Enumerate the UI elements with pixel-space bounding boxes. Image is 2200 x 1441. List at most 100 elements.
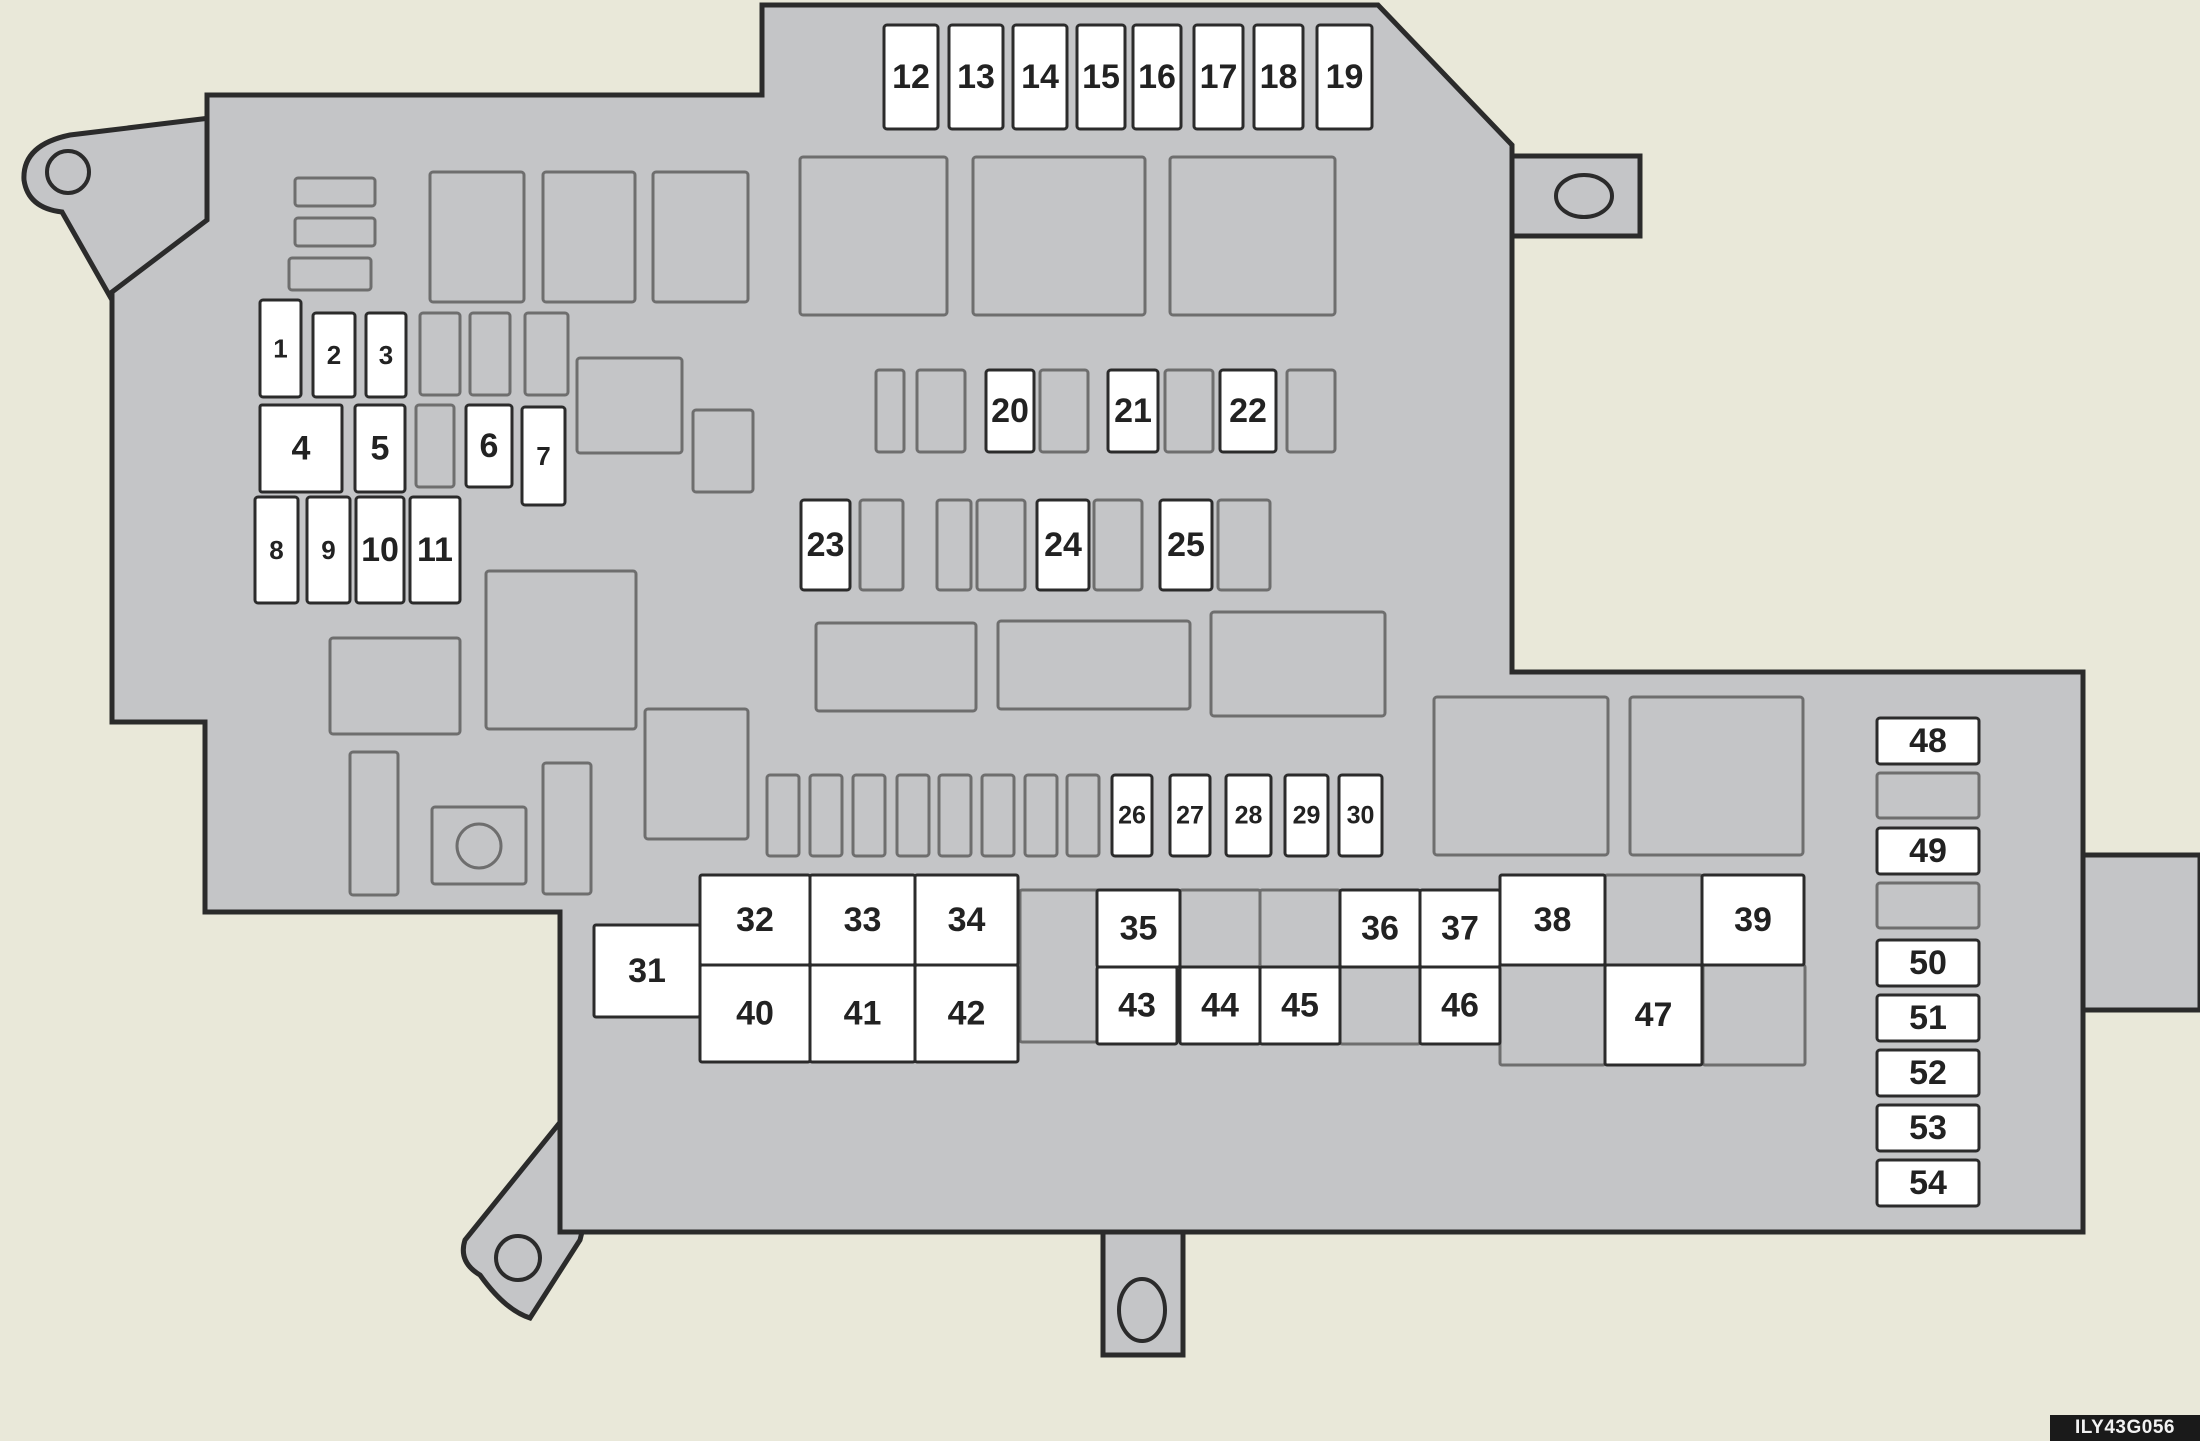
fuse-37: 37 bbox=[1418, 888, 1502, 969]
fuse-46: 46 bbox=[1418, 965, 1502, 1046]
fuse-45-slot bbox=[1258, 965, 1342, 1046]
fuse-27-label: 27 bbox=[1176, 802, 1204, 830]
fuse-19: 19 bbox=[1315, 23, 1374, 131]
mounting-hole-left bbox=[45, 149, 91, 195]
fuse-5-slot bbox=[353, 403, 407, 494]
fuse-43-slot bbox=[1095, 965, 1179, 1046]
fuse-48-slot bbox=[1875, 716, 1981, 766]
fuse-24: 24 bbox=[1035, 498, 1091, 592]
fuse-11: 11 bbox=[408, 495, 462, 605]
fuse-36-label: 36 bbox=[1361, 910, 1399, 948]
fuse-27-slot bbox=[1168, 773, 1212, 858]
fuse-50-label: 50 bbox=[1909, 944, 1947, 982]
fuse-8-label: 8 bbox=[269, 535, 283, 565]
fuse-26-label: 26 bbox=[1118, 802, 1146, 830]
fuse-1: 1 bbox=[258, 298, 303, 399]
fuse-19-label: 19 bbox=[1326, 58, 1364, 96]
fuse-43: 43 bbox=[1095, 965, 1179, 1046]
fuse-25-slot bbox=[1158, 498, 1214, 592]
fuse-16: 16 bbox=[1131, 23, 1183, 131]
fuse-39-label: 39 bbox=[1734, 901, 1772, 939]
fuse-26-slot bbox=[1110, 773, 1154, 858]
fuse-34: 34 bbox=[913, 873, 1020, 967]
fuse-47-label: 47 bbox=[1635, 996, 1673, 1034]
fuse-46-label: 46 bbox=[1441, 987, 1479, 1025]
fuse-26: 26 bbox=[1110, 773, 1154, 858]
fuse-2-slot bbox=[311, 311, 357, 399]
fuse-40: 40 bbox=[698, 963, 812, 1064]
fuse-52-slot bbox=[1875, 1048, 1981, 1098]
fuse-4-label: 4 bbox=[292, 430, 311, 468]
fuse-41: 41 bbox=[808, 963, 917, 1064]
fuse-50: 50 bbox=[1875, 938, 1981, 988]
fuse-52-label: 52 bbox=[1909, 1054, 1947, 1092]
fuse-18: 18 bbox=[1252, 23, 1305, 131]
fuse-1-label: 1 bbox=[273, 334, 287, 364]
fuse-5-label: 5 bbox=[371, 430, 390, 468]
fuse-31-label: 31 bbox=[628, 952, 666, 990]
fuse-42: 42 bbox=[913, 963, 1020, 1064]
fuse-36: 36 bbox=[1338, 888, 1422, 969]
image-code: ILY43G056 bbox=[2050, 1415, 2200, 1441]
fuse-13: 13 bbox=[947, 23, 1005, 131]
fuse-53-label: 53 bbox=[1909, 1109, 1947, 1147]
fuse-8-slot bbox=[253, 495, 300, 605]
fuse-24-label: 24 bbox=[1044, 526, 1082, 564]
fuse-50-slot bbox=[1875, 938, 1981, 988]
fuse-4: 4 bbox=[258, 403, 344, 494]
fuse-14-label: 14 bbox=[1021, 58, 1059, 96]
fuse-25-label: 25 bbox=[1167, 526, 1205, 564]
fuse-44-label: 44 bbox=[1201, 987, 1239, 1025]
fuse-29: 29 bbox=[1283, 773, 1330, 858]
fuse-21-label: 21 bbox=[1114, 392, 1152, 430]
fuse-12-slot bbox=[882, 23, 940, 131]
fuse-33-label: 33 bbox=[844, 901, 882, 939]
fuse-49: 49 bbox=[1875, 826, 1981, 876]
fuse-49-slot bbox=[1875, 826, 1981, 876]
fuse-54-label: 54 bbox=[1909, 1164, 1947, 1202]
fuse-22-slot bbox=[1218, 368, 1278, 454]
fuse-51-slot bbox=[1875, 993, 1981, 1043]
fuse-28: 28 bbox=[1224, 773, 1273, 858]
fuse-2: 2 bbox=[311, 311, 357, 399]
fuse-32-label: 32 bbox=[736, 901, 774, 939]
fuse-21-slot bbox=[1106, 368, 1160, 454]
fuse-4-slot bbox=[258, 403, 344, 494]
fuse-9: 9 bbox=[305, 495, 352, 605]
fuse-38-label: 38 bbox=[1534, 901, 1572, 939]
fuse-54-slot bbox=[1875, 1158, 1981, 1208]
fuse-28-label: 28 bbox=[1235, 802, 1263, 830]
fuse-14-slot bbox=[1011, 23, 1069, 131]
fuse-20-label: 20 bbox=[991, 392, 1029, 430]
fuse-20: 20 bbox=[984, 368, 1036, 454]
fuse-52: 52 bbox=[1875, 1048, 1981, 1098]
fuse-30-label: 30 bbox=[1347, 802, 1375, 830]
fuse-29-slot bbox=[1283, 773, 1330, 858]
fuse-10: 10 bbox=[354, 495, 406, 605]
fuse-48-label: 48 bbox=[1909, 722, 1947, 760]
fuse-27: 27 bbox=[1168, 773, 1212, 858]
fuse-53-slot bbox=[1875, 1103, 1981, 1153]
fuse-6-label: 6 bbox=[480, 427, 499, 465]
fuse-19-slot bbox=[1315, 23, 1374, 131]
fuse-10-label: 10 bbox=[361, 531, 399, 569]
fuse-14: 14 bbox=[1011, 23, 1069, 131]
fuse-44: 44 bbox=[1178, 965, 1262, 1046]
fuse-45-label: 45 bbox=[1281, 987, 1319, 1025]
fuse-3: 3 bbox=[364, 311, 408, 399]
fuse-49-label: 49 bbox=[1909, 832, 1947, 870]
fuse-30: 30 bbox=[1337, 773, 1384, 858]
fuse-7-label: 7 bbox=[536, 441, 550, 471]
fuse-8: 8 bbox=[253, 495, 300, 605]
mounting-hole-right bbox=[1554, 173, 1614, 219]
fuse-16-slot bbox=[1131, 23, 1183, 131]
fuse-42-slot bbox=[913, 963, 1020, 1064]
fuse-6: 6 bbox=[464, 403, 514, 489]
fuse-54: 54 bbox=[1875, 1158, 1981, 1208]
fuse-42-label: 42 bbox=[948, 995, 986, 1033]
fuse-41-label: 41 bbox=[844, 995, 882, 1033]
fuse-53: 53 bbox=[1875, 1103, 1981, 1153]
fuse-31: 31 bbox=[592, 923, 702, 1019]
